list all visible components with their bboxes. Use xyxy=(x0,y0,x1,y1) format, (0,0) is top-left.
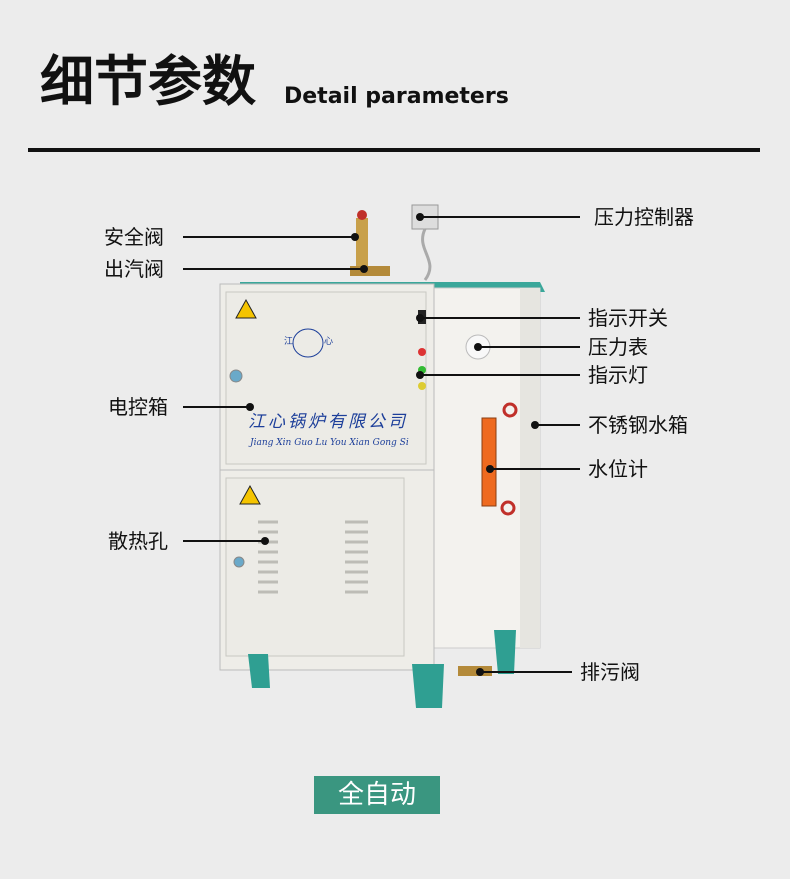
page-subtitle: Detail parameters xyxy=(284,84,509,109)
lock-icon xyxy=(229,369,243,383)
lower-cabinet-door xyxy=(225,477,405,657)
label-drain-valve: 排污阀 xyxy=(580,660,640,684)
control-box-door xyxy=(225,291,427,465)
leader-lines xyxy=(183,216,580,673)
label-steam-valve: 出汽阀 xyxy=(104,257,164,281)
fully-automatic-badge: 全自动 xyxy=(314,776,440,814)
logo-right-char: 心 xyxy=(324,337,334,347)
lock-icon-2 xyxy=(233,556,245,568)
title-divider xyxy=(28,148,760,152)
label-vent-holes: 散热孔 xyxy=(108,529,168,553)
label-indicator-light: 指示灯 xyxy=(588,363,648,387)
brand-name-cn: 江心锅炉有限公司 xyxy=(248,412,408,432)
safety-valve xyxy=(356,218,368,268)
drain-valve xyxy=(458,666,492,676)
leg xyxy=(248,654,270,688)
water-level-gauge xyxy=(481,417,497,507)
logo-icon xyxy=(292,328,324,358)
leader-dots xyxy=(246,213,539,676)
warning-icon xyxy=(235,298,257,319)
page-title: 细节参数 xyxy=(40,50,256,113)
label-pressure-controller: 压力控制器 xyxy=(594,205,694,229)
label-water-level-gauge: 水位计 xyxy=(588,457,648,481)
leg xyxy=(494,630,516,674)
label-water-tank: 不锈钢水箱 xyxy=(588,413,688,437)
steam-valve xyxy=(350,266,390,276)
warning-icon-2 xyxy=(239,484,261,505)
label-control-box: 电控箱 xyxy=(108,395,168,419)
label-indicator-switch: 指示开关 xyxy=(588,306,668,330)
label-pressure-gauge: 压力表 xyxy=(588,335,648,359)
logo-left-char: 江 xyxy=(284,337,294,347)
label-safety-valve: 安全阀 xyxy=(104,225,164,249)
brand-name-en: Jiang Xin Guo Lu You Xian Gong Si xyxy=(250,438,409,448)
leg xyxy=(412,664,444,708)
